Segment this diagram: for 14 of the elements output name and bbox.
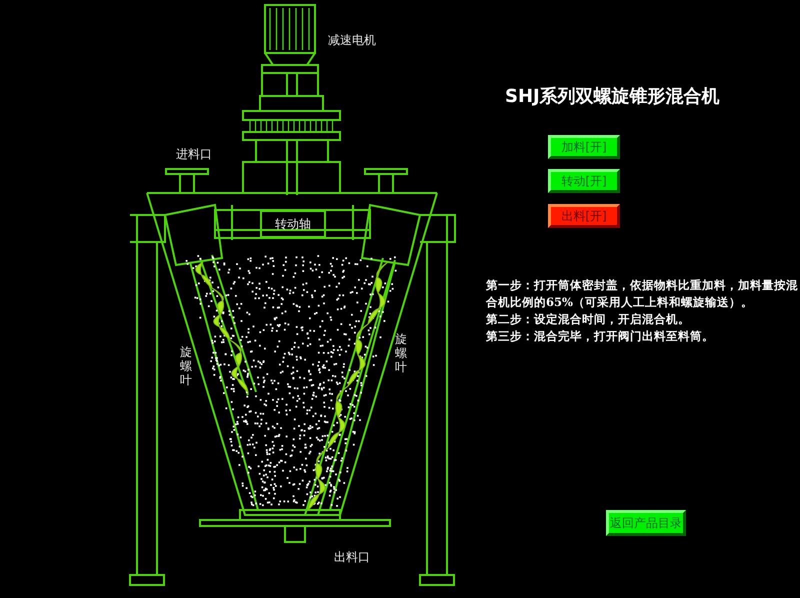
part-label: 进料口	[176, 146, 212, 163]
control-button: 加料[开]	[548, 135, 620, 159]
shaft-box: 转动轴	[260, 210, 326, 238]
part-label: 旋螺叶	[180, 345, 192, 387]
part-label: 减速电机	[328, 32, 376, 49]
part-label: 旋螺叶	[395, 332, 407, 374]
control-button: 转动[开]	[548, 169, 620, 193]
instruction-text: 第三步：混合完毕，打开阀门出料至料筒。	[486, 328, 714, 345]
back-button: 返回产品目录	[606, 510, 686, 536]
instruction-text: 第一步：打开筒体密封盖，依据物料比重加料，加料量按混合机比例的65%（可采用人工上料和螺旋输送）。	[486, 277, 798, 311]
instruction-text: 第二步：设定混合时间，开启混合机。	[486, 311, 690, 328]
control-button: 出料[开]	[548, 204, 620, 228]
part-label: 出料口	[334, 549, 370, 566]
title: SHJ系列双螺旋锥形混合机	[505, 85, 720, 108]
